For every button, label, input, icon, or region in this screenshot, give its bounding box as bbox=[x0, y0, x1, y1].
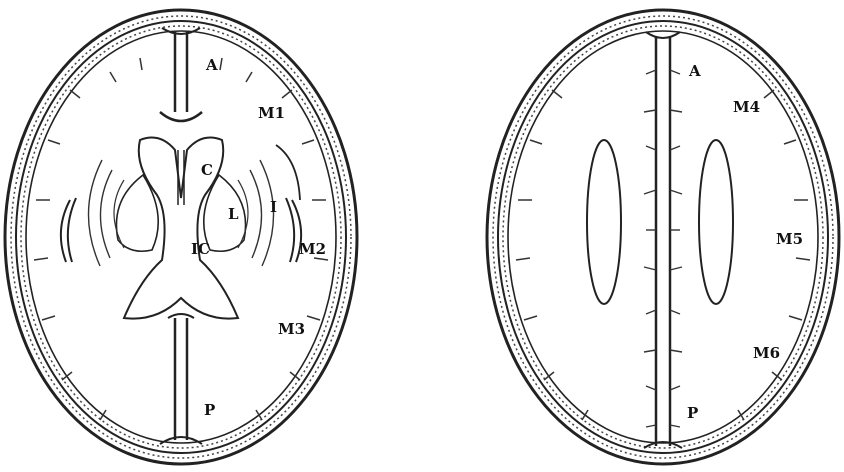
left-skull-dotted-outer bbox=[11, 16, 351, 458]
left-anterior-falx bbox=[175, 32, 187, 112]
right-falx-branches bbox=[644, 70, 682, 427]
right-brain-section: A M4 M5 M6 P bbox=[487, 10, 839, 464]
label-M4: M4 bbox=[733, 98, 760, 116]
left-skull-outer bbox=[5, 10, 357, 464]
right-ventricle-right bbox=[699, 140, 733, 304]
label-A-left: A bbox=[205, 56, 218, 74]
label-IC: IC bbox=[191, 240, 210, 258]
left-lateral-ventricles bbox=[124, 138, 238, 319]
label-M5: M5 bbox=[776, 230, 803, 248]
label-M2: M2 bbox=[299, 240, 326, 258]
right-ventricle-left bbox=[587, 140, 621, 304]
label-C: C bbox=[201, 161, 213, 179]
label-M6: M6 bbox=[753, 344, 780, 362]
label-P-right: P bbox=[687, 404, 698, 422]
left-frontal-horn-top bbox=[160, 112, 202, 121]
label-A-right: A bbox=[688, 62, 701, 80]
label-L: L bbox=[228, 205, 239, 223]
left-skull-mid bbox=[16, 21, 346, 453]
label-P-left: P bbox=[204, 401, 215, 419]
right-sulci bbox=[516, 90, 810, 420]
label-M3: M3 bbox=[278, 320, 305, 338]
right-falx bbox=[656, 36, 670, 446]
left-brain-section: A M1 C L I IC M2 M3 P bbox=[5, 10, 357, 464]
left-sylvian-fissure-l bbox=[61, 198, 76, 262]
label-I: I bbox=[270, 198, 277, 216]
left-posterior-falx bbox=[175, 318, 187, 440]
right-skull-dotted-inner bbox=[503, 26, 823, 448]
label-M1: M1 bbox=[258, 104, 285, 122]
left-skull-dotted-inner bbox=[21, 26, 341, 448]
